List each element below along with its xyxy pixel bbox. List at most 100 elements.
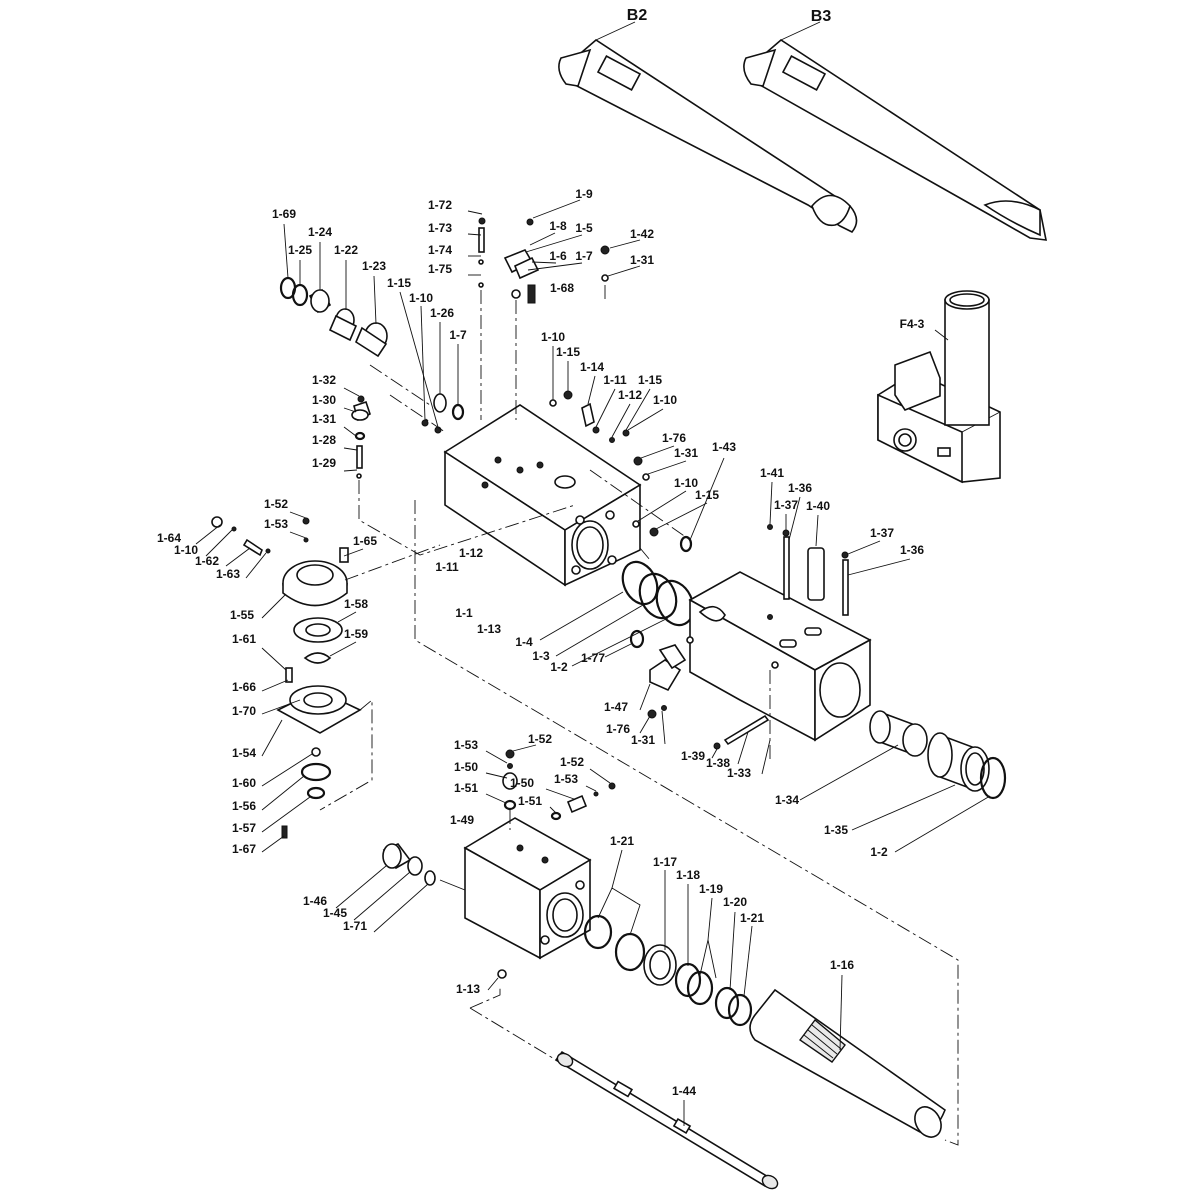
part-1-49-lower-block — [463, 817, 592, 991]
part-label-1-53b: 1-53 — [454, 738, 478, 752]
part-label-1-24: 1-24 — [308, 225, 332, 239]
part-label-1-12b: 1-12 — [459, 546, 483, 560]
part-label-1-11a: 1-11 — [603, 373, 627, 387]
part-label-1-21b: 1-21 — [740, 911, 764, 925]
part-label-1-74: 1-74 — [428, 243, 452, 257]
valve-stack-left — [279, 223, 388, 358]
part-label-1-37a: 1-37 — [774, 498, 798, 512]
part-label-1-35: 1-35 — [824, 823, 848, 837]
chisel-b2 — [558, 21, 858, 233]
part-label-1-10d: 1-10 — [674, 476, 698, 490]
part-label-1-14: 1-14 — [580, 360, 604, 374]
part-label-1-45: 1-45 — [323, 906, 347, 920]
part-label-1-64: 1-64 — [157, 531, 181, 545]
part-label-1-11b: 1-11 — [435, 560, 459, 574]
lower-seals — [583, 849, 753, 1027]
part-label-1-71: 1-71 — [343, 919, 367, 933]
part-label-1-4: 1-4 — [515, 635, 533, 649]
part-label-1-67: 1-67 — [232, 842, 256, 856]
part-label-1-42: 1-42 — [630, 227, 654, 241]
part-label-1-51b: 1-51 — [518, 794, 542, 808]
part-label-1-10a: 1-10 — [409, 291, 433, 305]
part-label-1-57: 1-57 — [232, 821, 256, 835]
part-label-1-60: 1-60 — [232, 776, 256, 790]
part-label-b2: B2 — [627, 7, 648, 24]
part-label-b3: B3 — [811, 8, 832, 25]
part-label-1-41: 1-41 — [760, 466, 784, 480]
part-label-1-17: 1-17 — [653, 855, 677, 869]
part-label-1-6: 1-6 — [549, 249, 567, 263]
part-label-1-18: 1-18 — [676, 868, 700, 882]
part-label-1-3: 1-3 — [532, 649, 550, 663]
part-label-1-13b: 1-13 — [456, 982, 480, 996]
part-label-1-30: 1-30 — [312, 393, 336, 407]
part-label-1-19: 1-19 — [699, 882, 723, 896]
part-label-1-7a: 1-7 — [575, 249, 593, 263]
part-label-1-25: 1-25 — [288, 243, 312, 257]
part-label-1-36a: 1-36 — [788, 481, 812, 495]
part-label-1-75: 1-75 — [428, 262, 452, 276]
part-label-1-21a: 1-21 — [610, 834, 634, 848]
part-1-44-rod — [554, 1050, 779, 1190]
part-label-1-49: 1-49 — [450, 813, 474, 827]
part-label-1-15b: 1-15 — [556, 345, 580, 359]
part-label-1-56: 1-56 — [232, 799, 256, 813]
lower-block-fittings — [485, 744, 616, 830]
part-label-1-23: 1-23 — [362, 259, 386, 273]
body-pins — [767, 481, 911, 620]
part-label-1-68: 1-68 — [550, 281, 574, 295]
part-label-1-66: 1-66 — [232, 680, 256, 694]
part-label-1-37b: 1-37 — [870, 526, 894, 540]
part-label-1-62: 1-62 — [195, 554, 219, 568]
part-label-1-65: 1-65 — [353, 534, 377, 548]
part-label-1-13a: 1-13 — [477, 622, 501, 636]
sleeve-parts — [799, 710, 1007, 853]
part-label-1-10c: 1-10 — [653, 393, 677, 407]
part-label-1-31d: 1-31 — [631, 733, 655, 747]
left-valve-stack — [343, 364, 576, 556]
part-label-1-52c: 1-52 — [560, 755, 584, 769]
part-label-1-61: 1-61 — [232, 632, 256, 646]
part-label-1-32: 1-32 — [312, 373, 336, 387]
part-label-1-22: 1-22 — [334, 243, 358, 257]
part-label-1-31c: 1-31 — [312, 412, 336, 426]
part-label-1-44: 1-44 — [672, 1084, 696, 1098]
part-label-1-47: 1-47 — [604, 700, 628, 714]
top-fittings — [467, 199, 641, 420]
part-label-1-9: 1-9 — [575, 187, 593, 201]
part-label-1-50b: 1-50 — [510, 776, 534, 790]
part-label-1-58: 1-58 — [344, 597, 368, 611]
part-f4-3 — [877, 290, 1001, 484]
seal-rings — [539, 457, 725, 667]
part-label-f4-3: F4-3 — [900, 317, 925, 331]
part-label-1-15a: 1-15 — [387, 276, 411, 290]
part-label-1-8: 1-8 — [549, 219, 567, 233]
part-label-1-1: 1-1 — [455, 606, 473, 620]
part-label-1-2a: 1-2 — [550, 660, 568, 674]
part-label-1-53c: 1-53 — [554, 772, 578, 786]
part-label-1-72: 1-72 — [428, 198, 452, 212]
part-label-1-2b: 1-2 — [870, 845, 888, 859]
part-label-1-54: 1-54 — [232, 746, 256, 760]
part-label-1-38: 1-38 — [706, 756, 730, 770]
part-label-1-50a: 1-50 — [454, 760, 478, 774]
part-label-1-36b: 1-36 — [900, 543, 924, 557]
part-label-1-5: 1-5 — [575, 221, 593, 235]
part-label-1-76a: 1-76 — [662, 431, 686, 445]
part-label-1-15d: 1-15 — [695, 488, 719, 502]
part-label-1-33: 1-33 — [727, 766, 751, 780]
part-label-1-52b: 1-52 — [528, 732, 552, 746]
body-side-parts — [639, 644, 687, 745]
part-label-1-39: 1-39 — [681, 749, 705, 763]
part-label-1-26: 1-26 — [430, 306, 454, 320]
part-label-1-55: 1-55 — [230, 608, 254, 622]
part-1-1-main-block — [443, 404, 642, 587]
part-label-1-43: 1-43 — [712, 440, 736, 454]
part-label-1-31a: 1-31 — [630, 253, 654, 267]
part-label-1-51a: 1-51 — [454, 781, 478, 795]
part-label-1-12a: 1-12 — [618, 388, 642, 402]
part-label-1-73: 1-73 — [428, 221, 452, 235]
